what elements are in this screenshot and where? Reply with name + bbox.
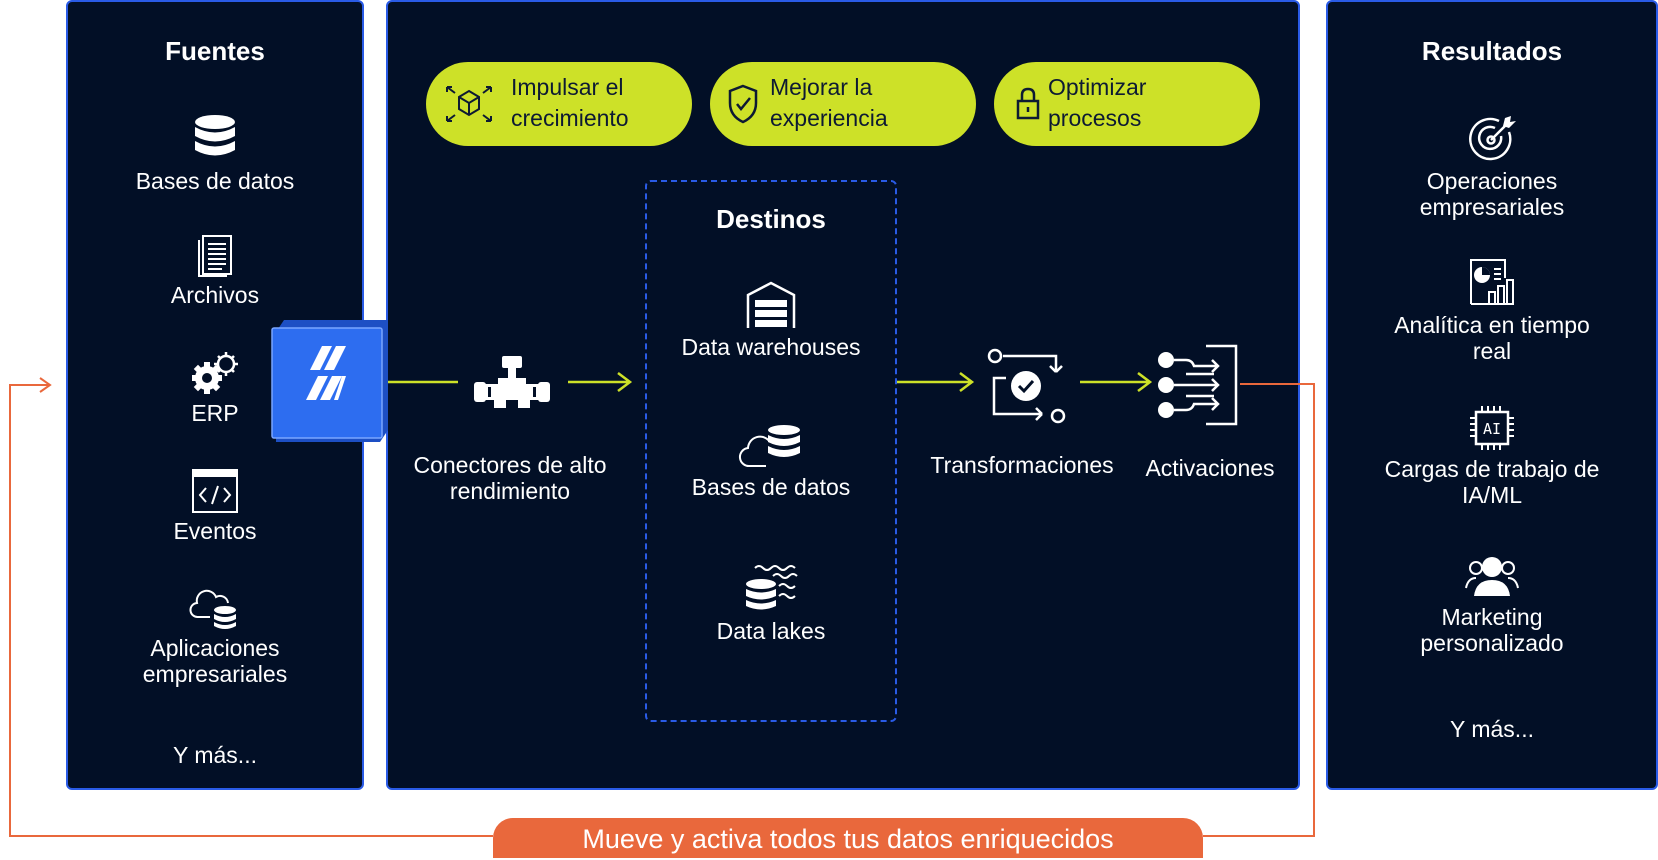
source-erp: ERP: [68, 350, 362, 426]
goal-label: Optimizar procesos: [1048, 74, 1147, 131]
source-label: Bases de datos: [135, 168, 295, 194]
loop-banner: Mueve y activa todos tus datos enriqueci…: [493, 818, 1203, 858]
result-ai-ml: AI Cargas de trabajo de IA/ML: [1328, 404, 1656, 508]
connectors-label: Conectores de alto rendimiento: [413, 452, 607, 504]
destination-databases: Bases de datos: [645, 422, 897, 500]
transform-check-icon: [987, 348, 1066, 424]
pipe-connector-icon: [474, 356, 550, 408]
destination-label: Bases de datos: [691, 474, 851, 500]
destinations-title: Destinos: [716, 204, 826, 234]
activations-label: Activaciones: [1145, 455, 1275, 481]
users-icon: [1465, 557, 1519, 596]
source-label: ERP: [191, 400, 239, 426]
gears-icon: [192, 352, 238, 394]
activation-icon: [1158, 344, 1238, 426]
result-label: Cargas de trabajo de IA/ML: [1384, 456, 1600, 508]
source-label: Aplicaciones empresariales: [142, 635, 288, 687]
destination-lakes: Data lakes: [645, 562, 897, 644]
svg-text:AI: AI: [1483, 420, 1501, 438]
database-icon: [195, 115, 235, 156]
goal-processes-pill: Optimizar procesos: [994, 62, 1260, 146]
destination-label: Data lakes: [716, 618, 826, 644]
report-chart-icon: [1470, 259, 1514, 305]
goal-label: Mejorar la experiencia: [770, 74, 888, 131]
results-title: Resultados: [1421, 36, 1563, 66]
result-label: Marketing personalizado: [1420, 604, 1564, 656]
document-icon: [198, 235, 232, 277]
code-window-icon: [192, 469, 238, 513]
shield-check-icon: [728, 84, 758, 124]
destination-warehouses: Data warehouses: [645, 280, 897, 360]
source-label: Eventos: [173, 518, 257, 544]
ai-chip-icon: AI: [1470, 406, 1514, 450]
destination-label: Data warehouses: [681, 334, 861, 360]
data-lake-icon: [746, 565, 798, 610]
results-panel: Resultados Operaciones empresariales Ana…: [1326, 0, 1658, 790]
destinations-box: [645, 180, 897, 722]
source-label: Archivos: [170, 282, 260, 308]
goal-experience-pill: Mejorar la experiencia: [710, 62, 976, 146]
result-label: Operaciones empresariales: [1419, 168, 1565, 220]
warehouse-icon: [746, 281, 796, 328]
cloud-database-icon: [189, 589, 236, 629]
lock-icon: [1016, 87, 1040, 120]
results-more: Y más...: [1450, 716, 1534, 742]
transformations-label: Transformaciones: [930, 452, 1114, 478]
source-databases: Bases de datos: [68, 114, 362, 194]
sources-more: Y más...: [173, 742, 257, 768]
source-events: Eventos: [68, 468, 362, 544]
logo-icon: [271, 320, 388, 442]
result-operations: Operaciones empresariales: [1328, 114, 1656, 220]
goal-growth-pill: Impulsar el crecimiento: [426, 62, 692, 146]
goal-label: Impulsar el crecimiento: [511, 74, 629, 131]
result-marketing: Marketing personalizado: [1328, 554, 1656, 656]
source-files: Archivos: [68, 234, 362, 308]
source-business-apps: Aplicaciones empresariales: [68, 587, 362, 687]
result-analytics: Analítica en tiempo real: [1328, 258, 1656, 364]
target-icon: [1469, 116, 1516, 161]
cloud-database-icon: [739, 425, 800, 468]
cube-expand-icon: [446, 86, 492, 122]
sources-title: Fuentes: [165, 36, 265, 66]
result-label: Analítica en tiempo real: [1394, 312, 1590, 364]
